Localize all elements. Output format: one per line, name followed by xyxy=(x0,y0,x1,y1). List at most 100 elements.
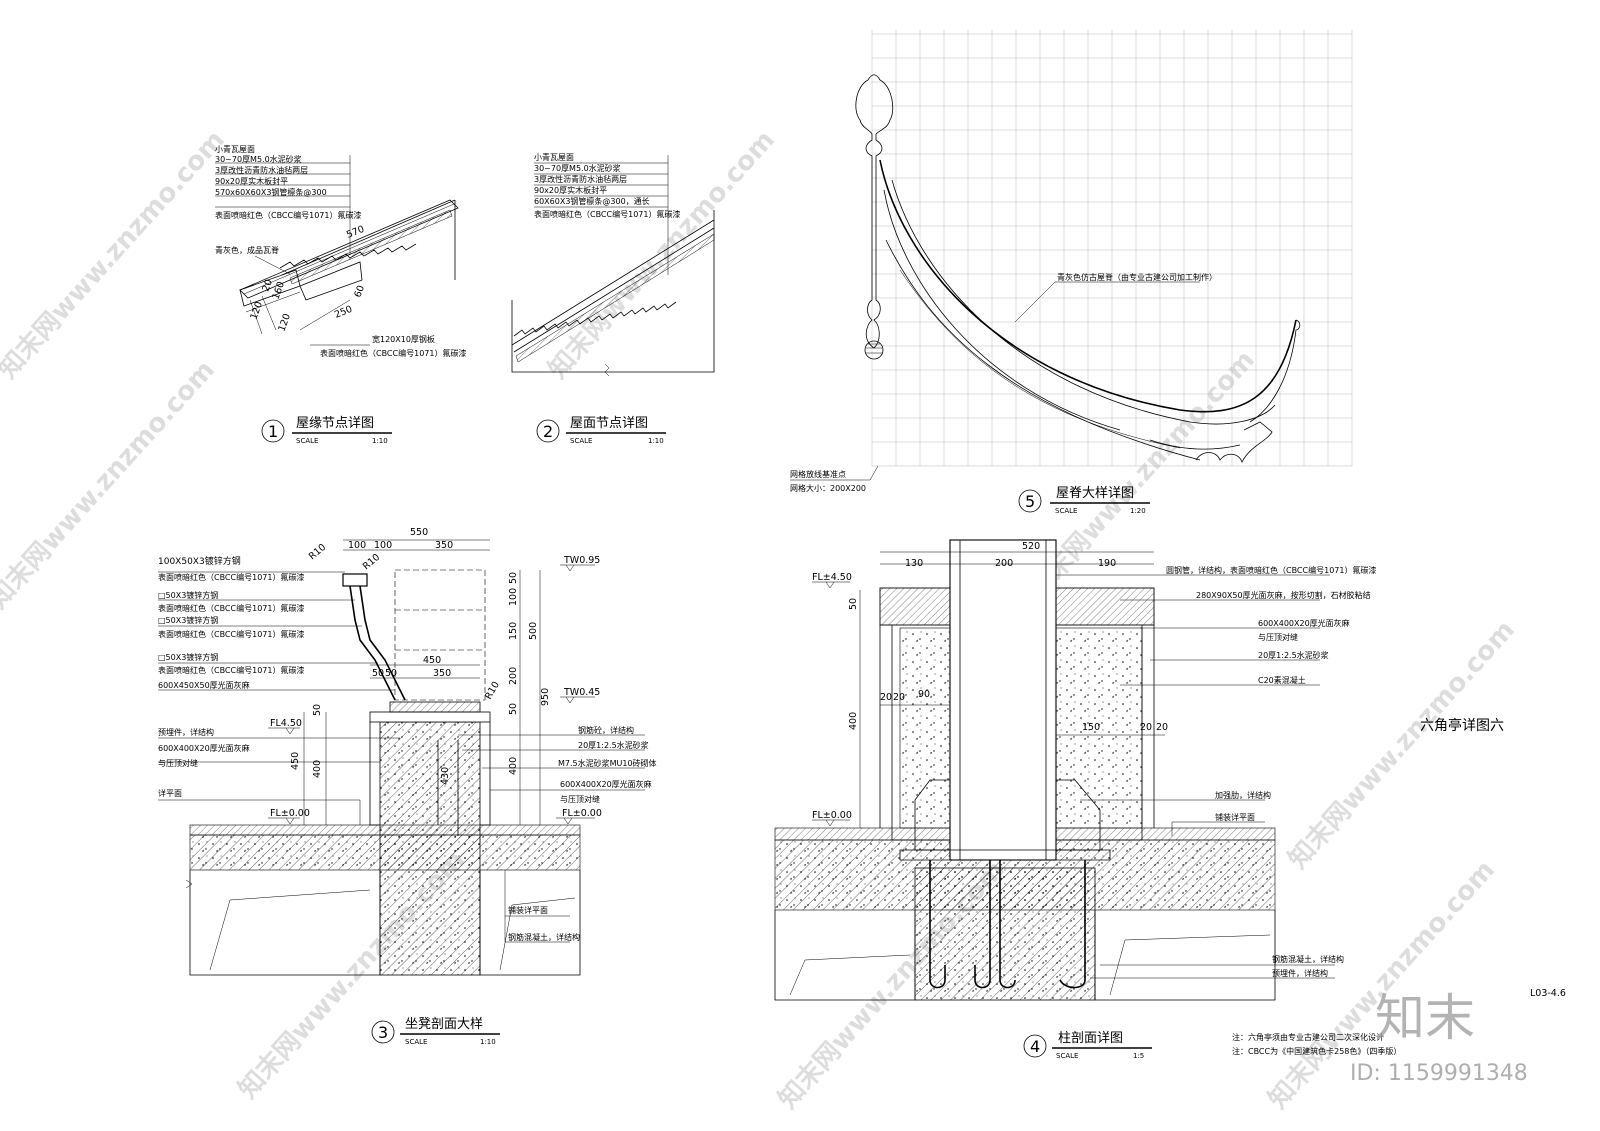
scale-label: SCALE xyxy=(1056,1052,1078,1060)
scale-label: SCALE xyxy=(570,437,592,445)
dim: 20 xyxy=(260,278,274,293)
label: 280X90X50厚光面灰麻，按形切割，石材胶粘结 xyxy=(1196,590,1371,600)
level-mark: FL4.50 xyxy=(270,718,302,729)
detail-3-bench-section: 550 100 100 350 R10 R10 450 350 50 50 50… xyxy=(158,527,657,1046)
level-mark: FL±4.50 xyxy=(812,572,852,583)
ridge-grid xyxy=(871,30,1353,467)
label: 网格放线基准点 xyxy=(790,469,846,479)
label: 小青瓦屋面 xyxy=(534,152,574,162)
dim: 50 xyxy=(848,598,859,610)
dim: 50 xyxy=(385,668,397,679)
dim: 570 xyxy=(345,224,366,241)
level-mark: TW0.45 xyxy=(563,687,600,698)
dim: 250 xyxy=(333,304,354,321)
dim: 400 xyxy=(312,760,323,778)
level-mark: TW0.95 xyxy=(563,555,600,566)
label: 表面喷暗红色（CBCC编号1071）氟碳漆 xyxy=(158,629,304,639)
dim: 20 xyxy=(880,692,892,703)
detail-number: 2 xyxy=(543,422,553,441)
scale-value: 1:10 xyxy=(372,437,388,445)
dim: 200 xyxy=(995,558,1013,569)
dim: 430 xyxy=(440,767,451,785)
label: 青灰色仿古屋脊（由专业古建公司加工制作） xyxy=(1057,272,1217,282)
dim: 350 xyxy=(435,540,453,551)
note: 注：CBCC为《中国建筑色卡258色》（四季版） xyxy=(1232,1046,1401,1056)
label: 小青瓦屋面 xyxy=(215,144,255,154)
detail-2-roof-node: 小青瓦屋面 30~70厚M5.0水泥砂浆 3厚改性沥青防水油毡两层 90x20厚… xyxy=(511,152,715,445)
label: 与压顶对缝 xyxy=(1258,632,1298,642)
dim: 100 xyxy=(374,540,392,551)
dim: R10 xyxy=(483,680,502,702)
label: 表面喷暗红色（CBCC编号1071）氟碳漆 xyxy=(215,210,361,220)
dim: 120 xyxy=(276,312,293,333)
detail-title: 屋脊大样详图 xyxy=(1056,486,1134,501)
label: 圆钢管，详结构，表面喷暗红色（CBCC编号1071）氟碳漆 xyxy=(1166,565,1376,575)
label: 网格大小：200X200 xyxy=(790,483,866,493)
label: □50X3镀锌方钢 xyxy=(158,615,218,625)
label: 表面喷暗红色（CBCC编号1071）氟碳漆 xyxy=(158,603,304,613)
dim: 130 xyxy=(905,558,923,569)
label: 3厚改性沥青防水油毡两层 xyxy=(215,165,308,175)
label: 青灰色，成品瓦脊 xyxy=(215,245,279,255)
detail-number: 4 xyxy=(1030,1037,1040,1056)
label: 600X450X50厚光面灰麻 xyxy=(158,680,250,690)
detail-title: 屋面节点详图 xyxy=(570,416,648,431)
scale-value: 1:10 xyxy=(648,437,664,445)
label: 20厚1:2.5水泥砂浆 xyxy=(578,740,649,750)
detail-1-eave-node: 小青瓦屋面 30~70厚M5.0水泥砂浆 3厚改性沥青防水油毡两层 90x20厚… xyxy=(215,144,466,445)
detail-5-ridge: 青灰色仿古屋脊（由专业古建公司加工制作） 网格放线基准点 网格大小：200X20… xyxy=(790,30,1353,515)
label: 铺装详平面 xyxy=(1215,812,1255,822)
detail-number: 3 xyxy=(378,1023,388,1042)
dim: 450 xyxy=(290,752,301,770)
brand-logo: 知末 xyxy=(1375,989,1475,1047)
dim: 50 xyxy=(508,572,519,584)
label: 表面喷暗红色（CBCC编号1071）氟碳漆 xyxy=(534,209,680,219)
label: □50X3镀锌方钢 xyxy=(158,652,218,662)
level-mark: FL±0.00 xyxy=(562,808,602,819)
level-mark: FL±0.00 xyxy=(270,808,310,819)
scale-label: SCALE xyxy=(405,1038,427,1046)
watermark-text: 知末网www.znzmo.com xyxy=(0,125,231,385)
label: □50X3镀锌方钢 xyxy=(158,590,218,600)
dim: R10 xyxy=(361,552,382,572)
label: 600X400X20厚光面灰麻 xyxy=(560,779,652,789)
dim: R10 xyxy=(307,542,328,562)
label: 预埋件，详结构 xyxy=(158,727,214,737)
dim: 90 xyxy=(918,689,930,700)
label: 与压顶对缝 xyxy=(560,794,600,804)
dim: 20 xyxy=(1156,722,1168,733)
dim: 450 xyxy=(423,655,441,666)
detail-title: 坐凳剖面大样 xyxy=(405,1016,483,1032)
dim: 150 xyxy=(1082,722,1100,733)
dim: 950 xyxy=(540,688,551,706)
label: 3厚改性沥青防水油毡两层 xyxy=(534,174,627,184)
dim: 150 xyxy=(508,622,519,640)
scale-value: 1:10 xyxy=(480,1038,496,1046)
label: 20厚1:2.5水泥砂浆 xyxy=(1258,650,1329,660)
dim: 190 xyxy=(1098,558,1116,569)
dim: 50 xyxy=(312,704,323,716)
label: 30~70厚M5.0水泥砂浆 xyxy=(534,163,621,173)
label: 钢筋混凝土，详结构 xyxy=(508,932,580,942)
sheet-title: 六角亭详图六 xyxy=(1420,717,1504,734)
dim: 100 xyxy=(348,540,366,551)
dim: 20 xyxy=(1140,722,1152,733)
dim: 400 xyxy=(508,757,519,775)
dim: 520 xyxy=(1022,541,1040,552)
label: 30~70厚M5.0水泥砂浆 xyxy=(215,154,302,164)
sheet-code: L03-4.6 xyxy=(1530,988,1566,999)
label: 铺装详平面 xyxy=(508,905,548,915)
detail-number: 5 xyxy=(1025,492,1035,511)
label: 详平面 xyxy=(158,788,182,798)
detail-4-column-section: 520 130 200 190 50 400 20 20 90 150 20 2… xyxy=(774,539,1376,1060)
label: 宽120X10厚钢板 xyxy=(372,334,435,344)
dim: 100 xyxy=(508,588,519,606)
label: 表面喷暗红色（CBCC编号1071）氟碳漆 xyxy=(320,348,466,358)
level-mark: FL±0.00 xyxy=(812,810,852,821)
dim: 400 xyxy=(848,712,859,730)
label: 预埋件，详结构 xyxy=(1272,968,1328,978)
detail-title: 屋缘节点详图 xyxy=(296,416,374,431)
dim: 200 xyxy=(508,667,519,685)
label: 100X50X3镀锌方钢 xyxy=(158,555,241,567)
